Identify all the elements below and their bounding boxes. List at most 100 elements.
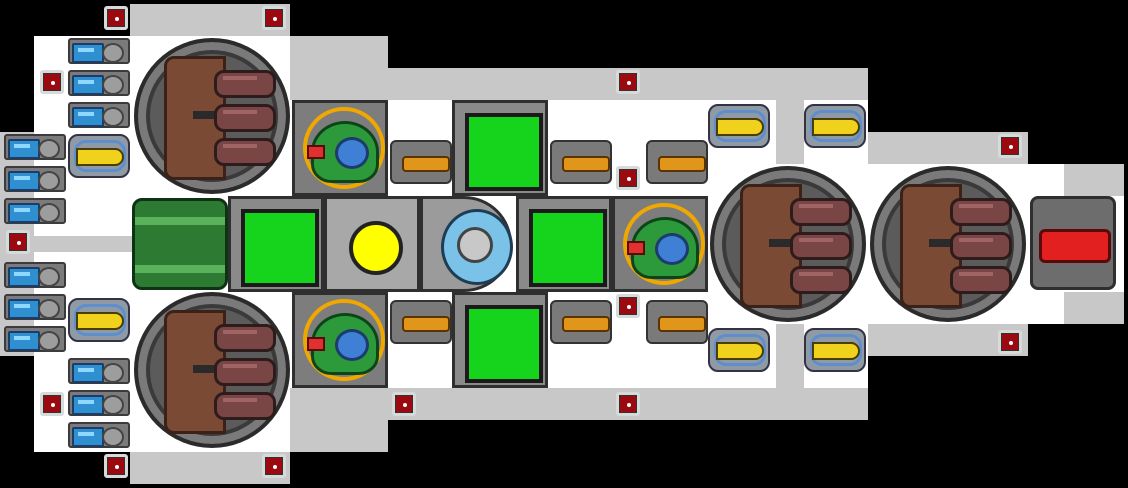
thruster-ring: [102, 395, 124, 415]
plasma-cannon[interactable]: [612, 196, 708, 292]
tank-band: [135, 217, 225, 225]
reactor-tube: [790, 198, 852, 226]
missile-shell: [76, 312, 124, 330]
thruster-nozzle: [72, 107, 104, 127]
autocannon-barrel: [562, 156, 610, 172]
reactor[interactable]: [710, 166, 866, 322]
thruster-nozzle: [72, 395, 104, 415]
green-panel-module[interactable]: [228, 196, 324, 292]
cannon-ring: [623, 203, 705, 285]
thruster[interactable]: [4, 262, 66, 288]
thruster[interactable]: [4, 134, 66, 160]
thruster[interactable]: [68, 102, 130, 128]
reactor-tube: [790, 266, 852, 294]
nose-laser[interactable]: [1030, 196, 1116, 290]
missile-launcher[interactable]: [68, 134, 130, 178]
missile-shell: [716, 342, 764, 360]
thruster-ring: [102, 75, 124, 95]
thruster-ring: [38, 331, 60, 351]
autocannon[interactable]: [390, 300, 452, 344]
reactor-tube: [950, 266, 1012, 294]
autocannon[interactable]: [550, 140, 612, 184]
armor-block[interactable]: [262, 6, 286, 30]
green-panel: [529, 209, 607, 287]
green-panel-module[interactable]: [452, 292, 548, 388]
armor-block[interactable]: [104, 454, 128, 478]
armor-block[interactable]: [40, 70, 64, 94]
reactor-tube: [214, 324, 276, 352]
thruster[interactable]: [4, 294, 66, 320]
armor-block[interactable]: [616, 70, 640, 94]
thruster-nozzle: [72, 75, 104, 95]
missile-frame: [810, 110, 862, 142]
reactor[interactable]: [134, 38, 290, 194]
missile-launcher[interactable]: [708, 328, 770, 372]
autocannon-barrel: [402, 316, 450, 332]
thruster[interactable]: [4, 198, 66, 224]
armor-block[interactable]: [616, 294, 640, 318]
plasma-cannon[interactable]: [292, 292, 388, 388]
missile-frame: [714, 110, 766, 142]
thruster[interactable]: [68, 390, 130, 416]
thruster-nozzle: [72, 427, 104, 447]
armor-block[interactable]: [616, 166, 640, 190]
missile-launcher[interactable]: [804, 328, 866, 372]
cockpit-sensor: [457, 227, 493, 263]
reactor-tube: [214, 358, 276, 386]
power-core[interactable]: [324, 196, 420, 292]
green-panel-module[interactable]: [452, 100, 548, 196]
armor-block[interactable]: [262, 454, 286, 478]
reactor-tube: [950, 232, 1012, 260]
autocannon[interactable]: [646, 140, 708, 184]
green-panel: [465, 113, 543, 191]
thruster-ring: [102, 427, 124, 447]
reactor[interactable]: [870, 166, 1026, 322]
cockpit[interactable]: [420, 196, 513, 292]
missile-launcher[interactable]: [708, 104, 770, 148]
thruster[interactable]: [68, 358, 130, 384]
autocannon-barrel: [402, 156, 450, 172]
plasma-cannon[interactable]: [292, 100, 388, 196]
missile-frame: [810, 334, 862, 366]
thruster[interactable]: [68, 38, 130, 64]
thruster[interactable]: [68, 422, 130, 448]
cannon-tip: [307, 145, 325, 159]
missile-shell: [76, 148, 124, 166]
thruster-ring: [38, 299, 60, 319]
armor-block[interactable]: [616, 392, 640, 416]
thruster-ring: [102, 363, 124, 383]
reactor[interactable]: [134, 292, 290, 448]
nose-laser-emitter: [1039, 229, 1111, 263]
autocannon[interactable]: [550, 300, 612, 344]
armor-block[interactable]: [104, 6, 128, 30]
thruster[interactable]: [4, 166, 66, 192]
green-panel: [465, 305, 543, 383]
green-panel-module[interactable]: [516, 196, 612, 292]
missile-launcher[interactable]: [68, 298, 130, 342]
armor-block[interactable]: [392, 392, 416, 416]
thruster-ring: [38, 171, 60, 191]
autocannon[interactable]: [390, 140, 452, 184]
thruster[interactable]: [4, 326, 66, 352]
thruster[interactable]: [68, 70, 130, 96]
missile-frame: [74, 304, 126, 336]
armor-block[interactable]: [998, 330, 1022, 354]
autocannon[interactable]: [646, 300, 708, 344]
cannon-core: [655, 233, 689, 265]
thruster-nozzle: [8, 267, 40, 287]
fuel-tank[interactable]: [132, 198, 228, 290]
thruster-nozzle: [8, 299, 40, 319]
cannon-core: [335, 329, 369, 361]
thruster-ring: [102, 43, 124, 63]
missile-launcher[interactable]: [804, 104, 866, 148]
green-panel: [241, 209, 319, 287]
armor-block[interactable]: [40, 392, 64, 416]
armor-block[interactable]: [998, 134, 1022, 158]
thruster-nozzle: [72, 43, 104, 63]
cannon-tip: [307, 337, 325, 351]
thruster-nozzle: [8, 331, 40, 351]
reactor-tube: [950, 198, 1012, 226]
armor-block[interactable]: [6, 230, 30, 254]
reactor-tube: [214, 70, 276, 98]
reactor-tube: [214, 138, 276, 166]
